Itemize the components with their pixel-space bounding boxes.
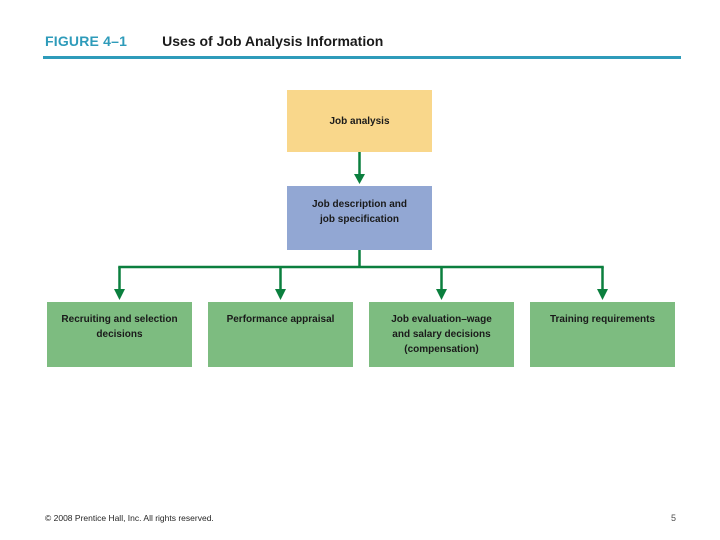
page-number: 5 <box>670 513 676 523</box>
arrowhead-leaf-2 <box>436 289 447 300</box>
arrowhead-root-to-middle <box>354 174 365 184</box>
copyright-text: © 2008 Prentice Hall, Inc. All rights re… <box>45 513 214 523</box>
arrowhead-leaf-3 <box>597 289 608 300</box>
node-job-analysis: Job analysis <box>287 90 432 152</box>
arrowhead-leaf-0 <box>114 289 125 300</box>
node-job-description-specification-label: Job description and job specification <box>311 199 407 225</box>
page-title: Uses of Job Analysis Information <box>162 33 384 49</box>
arrowhead-leaf-1 <box>275 289 286 300</box>
node-job-analysis-label: Job analysis <box>329 115 390 127</box>
node-performance-appraisal: Performance appraisal <box>208 302 353 367</box>
slide-header: FIGURE 4–1 Uses of Job Analysis Informat… <box>45 33 383 49</box>
node-job-description-specification: Job description and job specification <box>287 186 432 250</box>
node-training-requirements-label: Training requirements <box>549 314 656 325</box>
node-job-evaluation-compensation: Job evaluation–wage and salary decisions… <box>369 302 514 367</box>
node-performance-appraisal-label: Performance appraisal <box>226 314 335 325</box>
header-rule <box>43 56 681 59</box>
figure-label: FIGURE 4–1 <box>45 33 128 49</box>
node-recruiting-selection-label: Recruiting and selection decisions <box>61 314 178 340</box>
node-job-evaluation-compensation-label: Job evaluation–wage and salary decisions… <box>391 314 492 355</box>
node-recruiting-selection: Recruiting and selection decisions <box>47 302 192 367</box>
node-training-requirements: Training requirements <box>530 302 675 367</box>
